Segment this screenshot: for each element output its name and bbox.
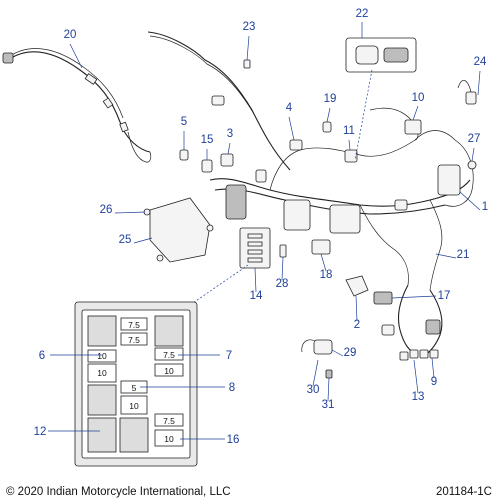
callout-22: 22 bbox=[356, 8, 369, 20]
callout-18: 18 bbox=[320, 269, 333, 281]
callout-29: 29 bbox=[344, 347, 357, 359]
callout-1: 1 bbox=[482, 201, 488, 213]
callout-10: 10 bbox=[412, 92, 425, 104]
fuse-label: 7.5 bbox=[163, 416, 175, 426]
fuse-label: 7.5 bbox=[163, 350, 175, 360]
callout-5: 5 bbox=[181, 116, 187, 128]
callout-24: 24 bbox=[474, 56, 487, 68]
callout-12: 12 bbox=[34, 426, 47, 438]
callout-11: 11 bbox=[343, 125, 355, 137]
fuse-label: 10 bbox=[97, 368, 107, 378]
fuse-box-detail bbox=[74, 301, 198, 467]
fuse-label: 10 bbox=[97, 351, 107, 361]
callout-20: 20 bbox=[64, 29, 77, 41]
callout-26: 26 bbox=[100, 204, 113, 216]
callout-16: 16 bbox=[227, 434, 240, 446]
callout-30: 30 bbox=[307, 384, 320, 396]
harness-artwork bbox=[2, 31, 477, 379]
drawing-number: 201184-1C bbox=[435, 486, 492, 498]
fuse-label: 10 bbox=[164, 434, 174, 444]
callout-25: 25 bbox=[119, 234, 132, 246]
callout-21: 21 bbox=[457, 249, 470, 261]
callout-19: 19 bbox=[324, 93, 337, 105]
fuse-labels: 7.5 7.5 10 7.5 10 10 5 10 7.5 10 bbox=[97, 320, 175, 444]
callout-4: 4 bbox=[286, 102, 293, 114]
callout-3: 3 bbox=[227, 128, 233, 140]
callout-23: 23 bbox=[243, 21, 256, 33]
fuse-label: 7.5 bbox=[128, 335, 140, 345]
fuse-label: 10 bbox=[129, 401, 139, 411]
callout-7: 7 bbox=[226, 350, 232, 362]
copyright-text: © 2020 Indian Motorcycle International, … bbox=[6, 486, 231, 498]
fuse-label: 10 bbox=[164, 366, 174, 376]
callout-6: 6 bbox=[39, 350, 45, 362]
callout-8: 8 bbox=[229, 382, 235, 394]
callout-17: 17 bbox=[438, 290, 451, 302]
callout-28: 28 bbox=[276, 278, 289, 290]
callout-31: 31 bbox=[322, 399, 335, 411]
callout-2: 2 bbox=[354, 319, 360, 331]
callout-13: 13 bbox=[412, 391, 425, 403]
callout-15: 15 bbox=[201, 134, 214, 146]
fuse-label: 5 bbox=[132, 383, 137, 393]
callout-9: 9 bbox=[431, 376, 437, 388]
callout-27: 27 bbox=[468, 133, 481, 145]
leader-lines bbox=[48, 22, 481, 440]
callout-14: 14 bbox=[250, 290, 263, 302]
fuse-label: 7.5 bbox=[128, 320, 140, 330]
